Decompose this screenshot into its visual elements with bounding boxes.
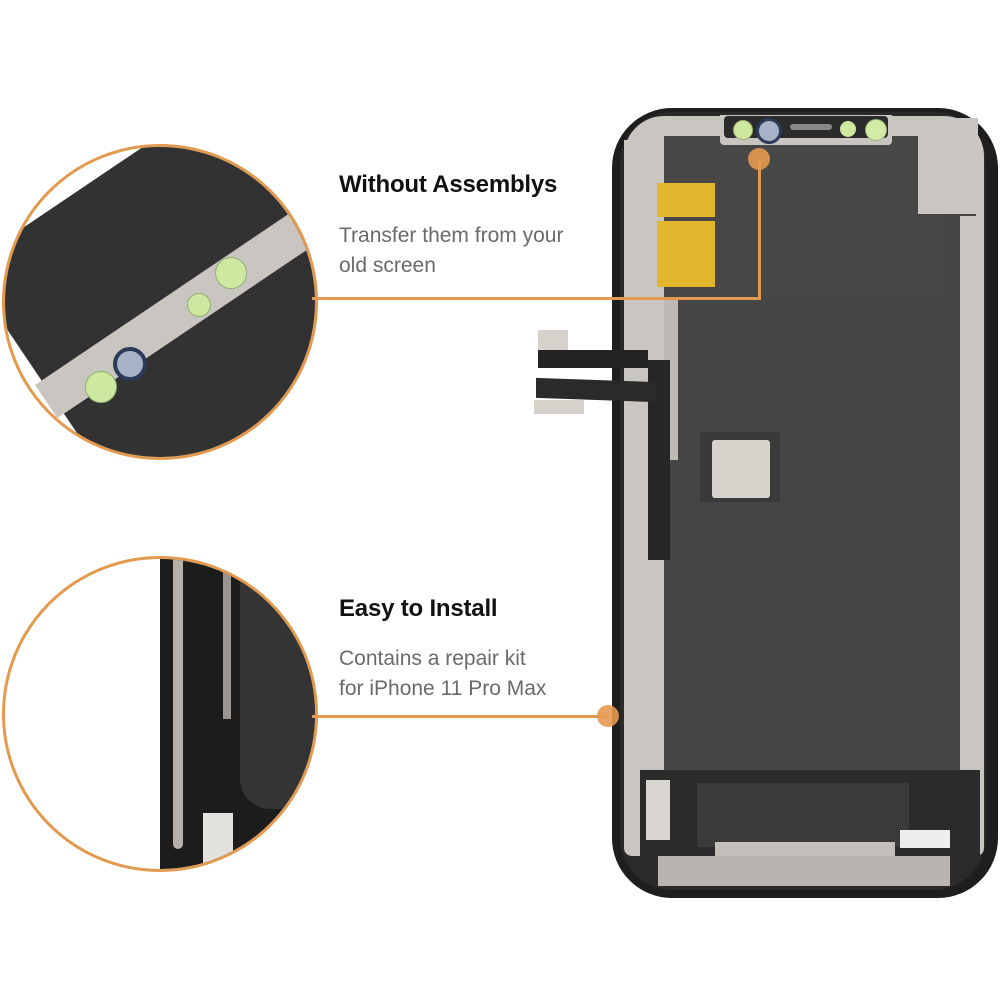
callout-1-line-2: old screen	[339, 254, 436, 277]
metal-right-rail	[960, 216, 978, 786]
zoomed-ambient-sensor-icon	[187, 293, 211, 317]
earpiece-speaker	[790, 124, 832, 130]
flex-connector-top	[538, 330, 568, 350]
callout-line-1-horizontal	[312, 297, 761, 300]
bottom-shield-top	[715, 842, 895, 858]
zoomed-illuminator-icon	[215, 257, 247, 289]
zoomed-display-panel	[240, 559, 315, 809]
metal-corner-right	[918, 118, 978, 214]
bottom-metal-tab	[646, 780, 670, 840]
callout-2-line-2: for iPhone 11 Pro Max	[339, 677, 547, 700]
adhesive-pad-bottom	[657, 221, 715, 287]
zoomed-camera-icon	[113, 347, 147, 381]
callout-line-2-horizontal	[312, 715, 608, 718]
bottom-label-sticker	[900, 830, 950, 848]
callout-2-description: Contains a repair kit for iPhone 11 Pro …	[339, 644, 619, 704]
callout-line-1-vertical	[758, 160, 761, 300]
zoomed-sensor-icon	[85, 371, 117, 403]
bottom-board-panel	[697, 783, 909, 847]
zoomed-metal-rail	[173, 559, 183, 849]
flood-illuminator-icon	[865, 119, 887, 141]
callout-marker-2	[597, 705, 619, 727]
flex-connector-bottom	[534, 400, 584, 414]
callout-2-line-1: Contains a repair kit	[339, 647, 526, 670]
ambient-sensor-icon	[840, 121, 856, 137]
callout-1-description: Transfer them from your old screen	[339, 221, 619, 281]
flex-cable-top	[538, 350, 648, 368]
callout-1-line-1: Transfer them from your	[339, 224, 564, 247]
zoomed-metal-strip	[223, 559, 231, 719]
zoom-circle-side-frame	[2, 556, 318, 872]
front-camera-icon	[756, 118, 782, 144]
proximity-sensor-icon	[733, 120, 753, 140]
callout-marker-1	[748, 148, 770, 170]
bottom-shield-plate	[658, 856, 950, 886]
flex-cable-vertical	[648, 360, 670, 560]
zoom-circle-sensor-bracket	[2, 144, 318, 460]
shield-chip	[712, 440, 770, 498]
flex-cable-bottom	[536, 377, 656, 403]
zoomed-metal-block	[203, 813, 233, 869]
adhesive-pad-top	[657, 183, 715, 217]
callout-2-title: Easy to Install	[339, 595, 498, 622]
callout-1-title: Without Assemblys	[339, 171, 558, 198]
